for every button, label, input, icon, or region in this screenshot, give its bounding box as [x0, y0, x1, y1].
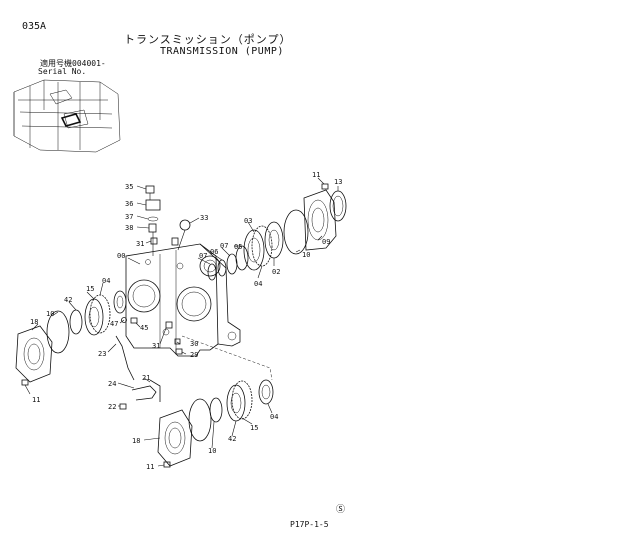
part-label-36: 36	[125, 200, 133, 208]
part-label-15: 15	[250, 424, 258, 432]
level-gauge	[115, 335, 161, 410]
part-label-18: 18	[132, 437, 140, 445]
lower-shaft-assembly	[157, 379, 274, 468]
part-label-33: 33	[200, 214, 208, 222]
part-label-37: 37	[125, 213, 133, 221]
right-shaft-assembly	[207, 183, 347, 281]
serial-label-english: Serial No.	[38, 67, 87, 76]
page-id: P17P-1-5	[290, 520, 329, 529]
part-label-07: 07	[199, 252, 207, 260]
part-label-15: 15	[86, 285, 94, 293]
part-label-31: 31	[152, 342, 160, 350]
part-label-04: 04	[102, 277, 110, 285]
part-label-31: 31	[136, 240, 144, 248]
top-fittings	[145, 185, 191, 256]
part-label-22: 22	[108, 403, 116, 411]
part-label-23: 23	[98, 350, 106, 358]
part-label-11: 11	[146, 463, 154, 471]
part-label-24: 24	[108, 380, 116, 388]
part-label-42: 42	[64, 296, 72, 304]
catalog-code: 035A	[22, 21, 47, 32]
part-label-07: 07	[220, 242, 228, 250]
part-label-05: 05	[234, 243, 242, 251]
part-label-13: 13	[334, 178, 342, 186]
small-fittings	[121, 317, 183, 355]
part-label-02: 02	[272, 268, 280, 276]
part-label-18: 18	[30, 318, 38, 326]
part-label-29: 29	[190, 351, 198, 359]
leader-lines	[24, 177, 339, 467]
title-japanese: トランスミッション（ポンプ）	[124, 33, 292, 46]
part-label-10: 10	[302, 251, 310, 259]
part-label-04: 04	[270, 413, 278, 421]
part-label-09: 09	[322, 238, 330, 246]
part-label-04: 04	[254, 280, 262, 288]
part-label-30: 30	[190, 340, 198, 348]
part-label-21: 21	[142, 374, 150, 382]
transmission-housing	[125, 243, 241, 357]
machine-thumbnail	[13, 79, 121, 153]
left-shaft-assembly	[15, 290, 127, 386]
part-label-35: 35	[125, 183, 133, 191]
service-symbol: Ⓢ	[336, 504, 345, 515]
part-label-06: 06	[210, 248, 218, 256]
part-label-45: 45	[140, 324, 148, 332]
part-label-38: 38	[125, 224, 133, 232]
part-label-11: 11	[312, 171, 320, 179]
part-label-03: 03	[244, 217, 252, 225]
part-label-00: 00	[117, 252, 125, 260]
part-labels: 35 36 37 38 31 33 00 07 06 07 05 03 04 0…	[30, 171, 342, 471]
serial-number-value: 004001-	[72, 59, 106, 68]
part-label-42: 42	[228, 435, 236, 443]
title-english: TRANSMISSION (PUMP)	[160, 46, 284, 57]
part-label-10: 10	[208, 447, 216, 455]
serial-label-japanese: 適用号機	[40, 59, 72, 68]
part-label-10: 10	[46, 310, 54, 318]
part-label-11: 11	[32, 396, 40, 404]
part-label-47: 47	[110, 320, 118, 328]
